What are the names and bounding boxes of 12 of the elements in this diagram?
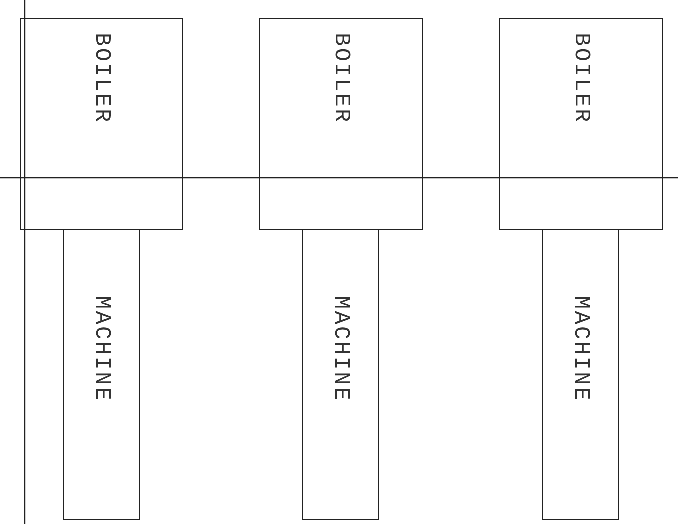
machine-label: MACHINE bbox=[90, 296, 112, 404]
machine-box bbox=[542, 229, 619, 520]
boiler-label: BOILER bbox=[330, 33, 352, 126]
machine-box bbox=[302, 229, 379, 520]
machine-label: MACHINE bbox=[570, 296, 592, 404]
boiler-box bbox=[20, 18, 183, 230]
boiler-box bbox=[259, 18, 423, 230]
boiler-box bbox=[499, 18, 663, 230]
machine-box bbox=[63, 229, 140, 520]
boiler-label: BOILER bbox=[90, 33, 112, 126]
machine-label: MACHINE bbox=[330, 296, 352, 404]
boiler-label: BOILER bbox=[570, 33, 592, 126]
